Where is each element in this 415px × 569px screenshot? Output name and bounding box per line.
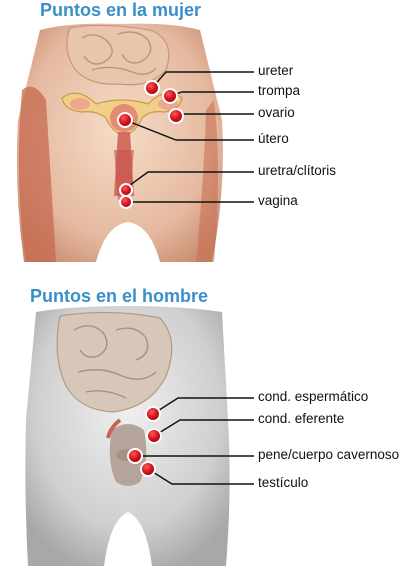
women-section-title: Puntos en la mujer [40, 0, 202, 20]
marker-ureter [144, 80, 160, 96]
marker-uretra-clitoris [119, 183, 133, 197]
label-cond-eferente: cond. eferente [258, 411, 345, 426]
label-vagina: vagina [258, 193, 298, 208]
label-ureter: ureter [258, 63, 294, 78]
leader-line-utero [124, 119, 254, 141]
point-markers [117, 80, 184, 477]
leader-line-uretra [125, 171, 254, 189]
marker-cond-espermatico [145, 406, 161, 422]
label-ovario: ovario [258, 105, 295, 120]
marker-cond-eferente [146, 428, 162, 444]
label-pene-cuerpo-cavernoso: pene/cuerpo cavernoso [258, 447, 400, 462]
marker-vagina [119, 195, 133, 209]
marker-trompa [162, 88, 178, 104]
leader-lines [124, 71, 254, 485]
marker-utero [117, 112, 133, 128]
leader-line-cond-eferente [153, 419, 254, 437]
men-section-title: Puntos en el hombre [30, 286, 209, 306]
label-uretra-clitoris: uretra/clítoris [258, 163, 337, 178]
marker-ovario [168, 108, 184, 124]
female-pelvis-figure [16, 23, 223, 263]
marker-pene [127, 448, 143, 464]
label-trompa: trompa [258, 83, 301, 98]
leader-line-testiculo [147, 468, 254, 485]
label-testiculo: testículo [258, 475, 309, 490]
male-pelvis-figure [25, 306, 230, 566]
label-cond-espermatico: cond. espermático [258, 389, 369, 404]
marker-testiculo [140, 461, 156, 477]
label-utero: útero [258, 131, 289, 146]
leader-line-cond-espermatico [152, 397, 254, 415]
